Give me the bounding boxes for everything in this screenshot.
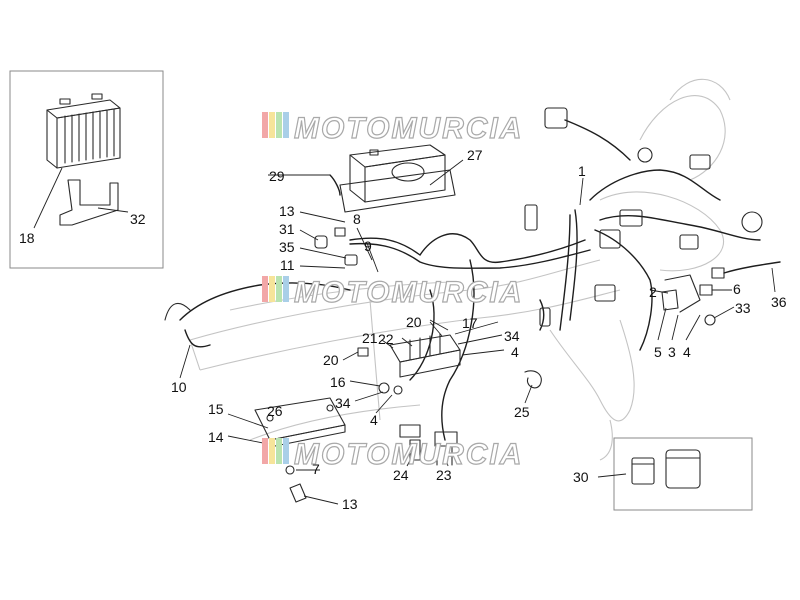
callout-26: 26 <box>267 403 283 419</box>
callout-4-right: 4 <box>683 344 691 360</box>
watermark-text-middle: MOTOMURCIA <box>294 276 523 309</box>
small-parts <box>164 227 781 503</box>
callout-21: 21 <box>362 330 378 346</box>
callout-3: 3 <box>668 344 676 360</box>
callout-36: 36 <box>771 294 787 310</box>
relay-module-21-22 <box>389 333 461 378</box>
callout-1: 1 <box>578 163 586 179</box>
callout-20-right: 20 <box>406 314 422 330</box>
callout-17: 17 <box>462 315 478 331</box>
scooter-frame-outline <box>189 78 731 461</box>
callout-10: 10 <box>171 379 187 395</box>
callout-27: 27 <box>467 147 483 163</box>
callout-29: 29 <box>269 168 285 184</box>
callout-7: 7 <box>312 461 320 477</box>
inset-box-part-30 <box>613 437 753 511</box>
callout-32: 32 <box>130 211 146 227</box>
watermark-text-bottom: MOTOMURCIA <box>294 438 523 471</box>
callout-35: 35 <box>279 239 295 255</box>
callout-numbers: 18 32 29 27 1 13 31 35 11 8 9 10 21 22 2… <box>19 147 787 512</box>
callout-24: 24 <box>393 467 409 483</box>
battery-cable-29 <box>329 174 341 196</box>
leader-lines <box>33 159 776 505</box>
callout-6: 6 <box>733 281 741 297</box>
callout-13-top: 13 <box>279 203 295 219</box>
connector-cluster-upper <box>524 107 763 327</box>
callout-4-mid: 4 <box>511 344 519 360</box>
callout-22: 22 <box>378 331 394 347</box>
watermark-text-top: MOTOMURCIA <box>294 112 523 145</box>
battery-18 <box>46 93 121 169</box>
callout-20-left: 20 <box>323 352 339 368</box>
callout-31: 31 <box>279 221 295 237</box>
callout-34-right: 34 <box>504 328 520 344</box>
callout-2: 2 <box>649 284 657 300</box>
main-wiring-harness-1 <box>179 119 761 441</box>
watermark-top: MOTOMURCIA <box>262 111 523 146</box>
callout-14: 14 <box>208 429 224 445</box>
battery-bracket-32 <box>59 179 119 226</box>
part-30-modules <box>631 449 701 489</box>
battery-27 <box>339 144 456 213</box>
callout-13-bottom: 13 <box>342 496 358 512</box>
callout-25: 25 <box>514 404 530 420</box>
callout-8: 8 <box>353 211 361 227</box>
callout-18: 18 <box>19 230 35 246</box>
callout-4-low: 4 <box>370 412 378 428</box>
callout-33: 33 <box>735 300 751 316</box>
callout-16: 16 <box>330 374 346 390</box>
callout-15: 15 <box>208 401 224 417</box>
callout-30: 30 <box>573 469 589 485</box>
callout-34-left: 34 <box>335 395 351 411</box>
callout-11: 11 <box>280 257 295 273</box>
callout-9: 9 <box>364 238 372 254</box>
watermark-bottom: MOTOMURCIA <box>262 437 523 472</box>
watermark-middle: MOTOMURCIA <box>262 275 523 310</box>
callout-23: 23 <box>436 467 452 483</box>
callout-5: 5 <box>654 344 662 360</box>
